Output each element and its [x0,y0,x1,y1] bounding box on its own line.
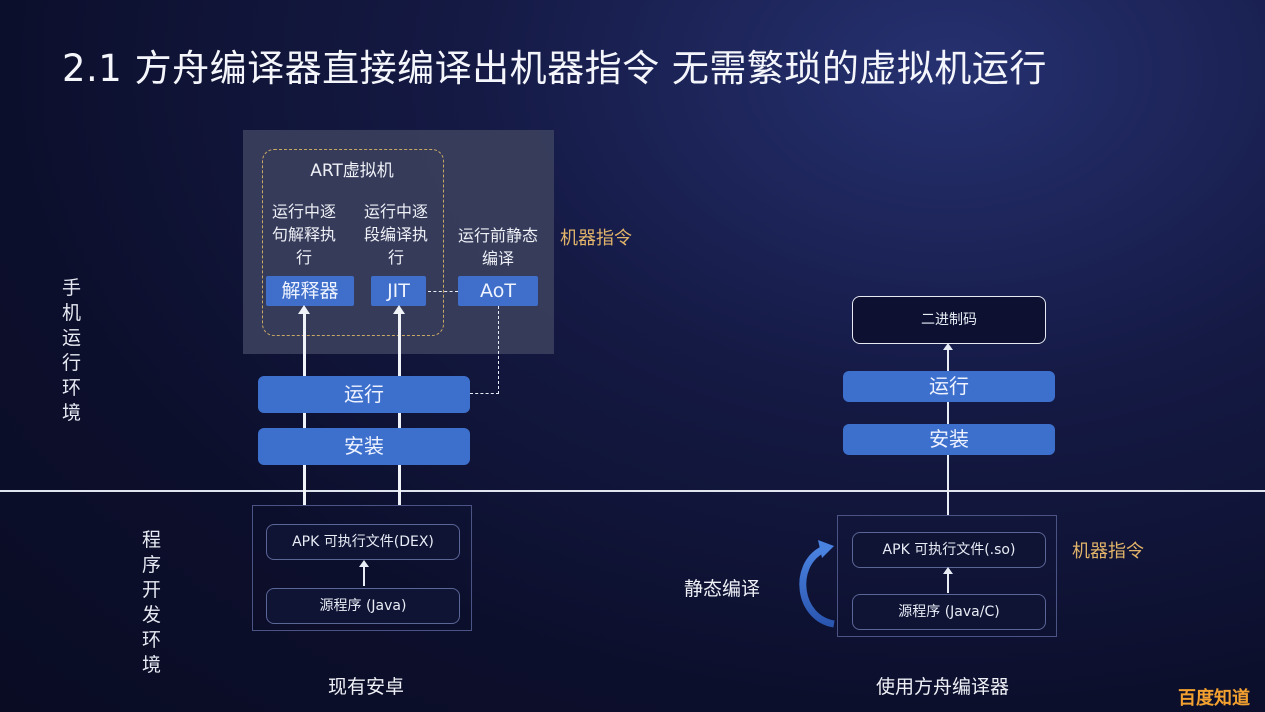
left-dev-container [252,505,472,631]
machine-instruction-label-right: 机器指令 [1072,541,1144,562]
watermark: 百度知道 [1178,688,1250,709]
source-java-c-box: 源程序 (Java/C) [852,594,1046,630]
apk-dex-box: APK 可执行文件(DEX) [266,524,460,560]
aot-description: 运行前静态编译 [458,226,539,268]
jit-box: JIT [371,276,426,306]
aot-dashed-line-horizontal [470,393,499,394]
machine-instruction-label-left: 机器指令 [560,228,632,249]
interpreter-arrow-head-icon [298,305,310,314]
run-stage-right: 运行 [843,371,1055,402]
source-java-box: 源程序 (Java) [266,588,460,624]
aot-box: AoT [458,276,538,306]
interpreter-box: 解释器 [266,276,354,306]
left-caption: 现有安卓 [328,676,405,698]
install-stage-left: 安装 [258,428,470,465]
slide-title: 2.1 方舟编译器直接编译出机器指令 无需繁琐的虚拟机运行 [62,47,1047,90]
runtime-env-label: 手机运行环境 [62,277,82,424]
aot-dashed-line-vertical [498,306,499,394]
right-caption: 使用方舟编译器 [876,676,1010,698]
right-dev-container [837,515,1057,637]
jit-aot-connector [428,291,458,292]
jit-arrow-head-icon [393,305,405,314]
source-to-apk-arrow-head-icon-left [359,560,369,567]
static-compile-label: 静态编译 [684,578,761,600]
environment-divider [0,490,1265,492]
source-to-apk-arrow-line-left [363,566,365,586]
run-stage-left: 运行 [258,376,470,413]
jit-description: 运行中逐段编译执行 [363,202,428,267]
right-arrow-head-icon [943,343,953,350]
source-to-apk-arrow-line-right [947,573,949,593]
art-vm-title: ART虚拟机 [310,161,394,181]
source-to-apk-arrow-head-icon-right [943,567,953,574]
apk-so-box: APK 可执行文件(.so) [852,532,1046,568]
static-compile-curved-arrow-icon [799,540,835,628]
art-vm-dashed-border [262,149,444,336]
install-stage-right: 安装 [843,424,1055,455]
dev-env-label: 程序开发环境 [142,529,162,676]
interpreter-description: 运行中逐句解释执行 [271,202,336,267]
binary-code-box: 二进制码 [852,296,1046,344]
